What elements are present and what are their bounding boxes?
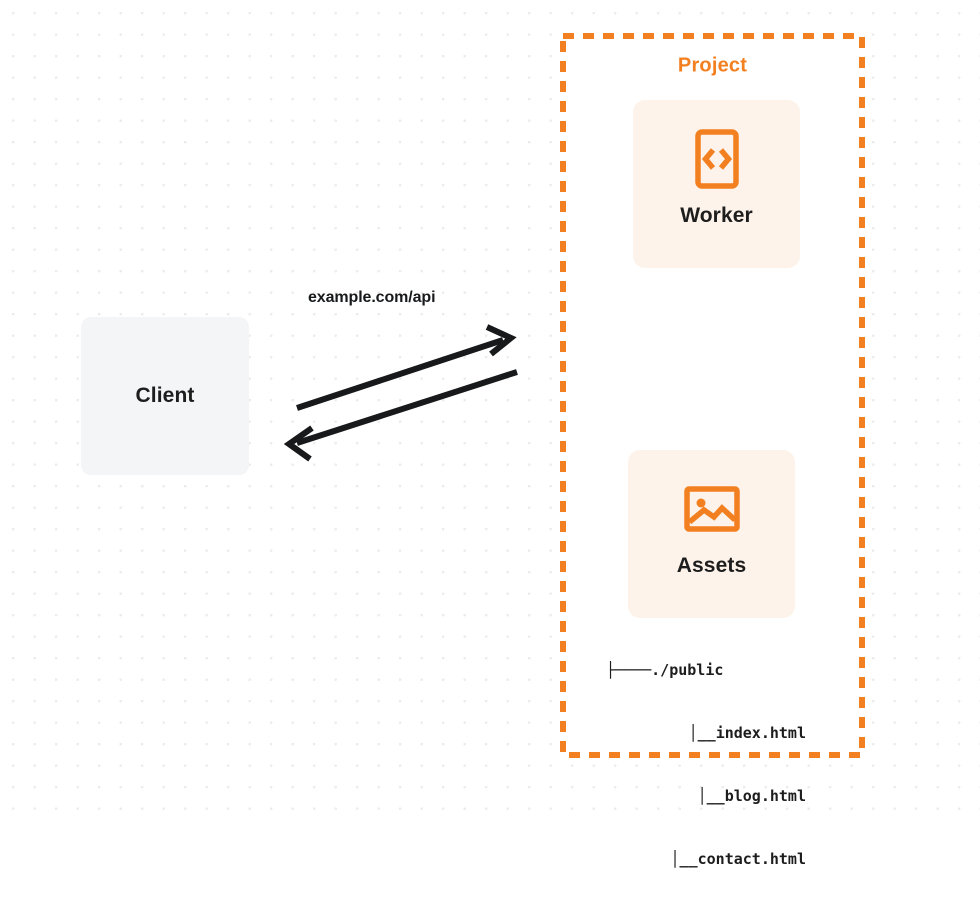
worker-card: Worker (633, 100, 800, 268)
file-tree-row: │__blog.html (606, 786, 806, 807)
assets-card: Assets (628, 450, 795, 618)
file-tree-name: index.html (715, 724, 806, 742)
response-arrow (283, 369, 518, 462)
code-brackets-icon (694, 129, 739, 189)
file-tree-name: contact.html (697, 850, 806, 868)
worker-card-label: Worker (680, 204, 753, 227)
diagram-canvas: Client example.com/api Project Worker (0, 0, 980, 868)
assets-file-tree: ├────./public │__index.html │__blog.html… (606, 618, 806, 912)
file-tree-name: blog.html (724, 787, 806, 805)
file-tree-row: │__contact.html (606, 849, 806, 870)
file-tree-connector: ├──── (606, 661, 652, 679)
client-node-label: Client (135, 384, 195, 407)
image-picture-icon (683, 486, 740, 532)
file-tree-connector: │__ (688, 724, 716, 742)
project-group-label: Project (670, 54, 755, 78)
assets-card-label: Assets (676, 554, 747, 577)
file-tree-name: ./public (651, 661, 724, 679)
connection-label: example.com/api (308, 289, 436, 306)
file-tree-row: │__index.html (606, 723, 806, 744)
file-tree-row: ├────./public (606, 660, 806, 681)
client-node: Client (81, 317, 249, 475)
file-tree-connector: │__ (697, 787, 725, 805)
request-arrow (296, 324, 517, 411)
file-tree-connector: │__ (670, 850, 698, 868)
